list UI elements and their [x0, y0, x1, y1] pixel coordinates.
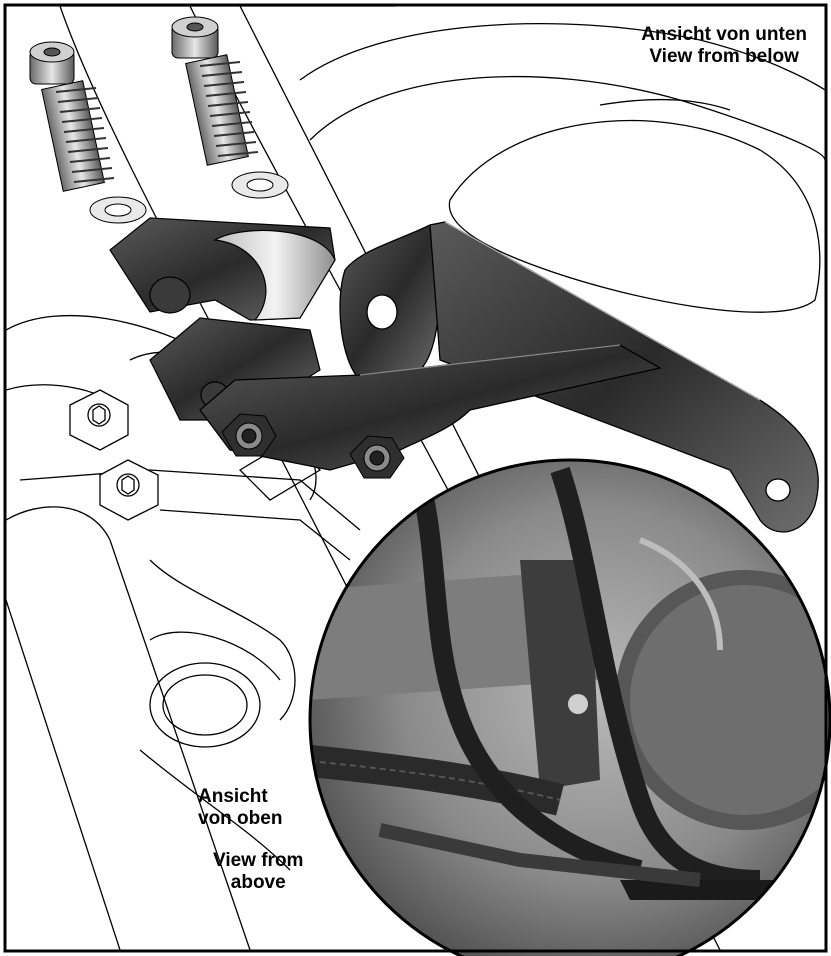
view-from-above-de-label: Ansicht von oben: [198, 786, 282, 830]
view-below-en: View from below: [649, 46, 799, 67]
view-below-de: Ansicht von unten: [641, 24, 807, 45]
mounting-bracket: [199, 221, 819, 533]
view-above-de-line2: von oben: [198, 808, 283, 829]
view-from-below-label: Ansicht von unten View from below: [641, 24, 807, 68]
view-above-en-line2: above: [230, 872, 286, 893]
view-above-en-line1: View from: [213, 850, 304, 871]
hex-bolt-left-lower: [99, 459, 159, 521]
lock-nut-right: [349, 435, 405, 479]
cap-screw-right: [171, 16, 289, 199]
photo-inset-view-from-above: [310, 460, 830, 956]
hex-bolt-left-upper: [69, 389, 129, 451]
view-above-de-line1: Ansicht: [198, 786, 268, 807]
clamp-upper: [109, 217, 336, 321]
view-from-above-en-label: View from above: [213, 850, 303, 894]
cap-screw-left: [29, 41, 147, 224]
lock-nut-left: [221, 413, 277, 457]
